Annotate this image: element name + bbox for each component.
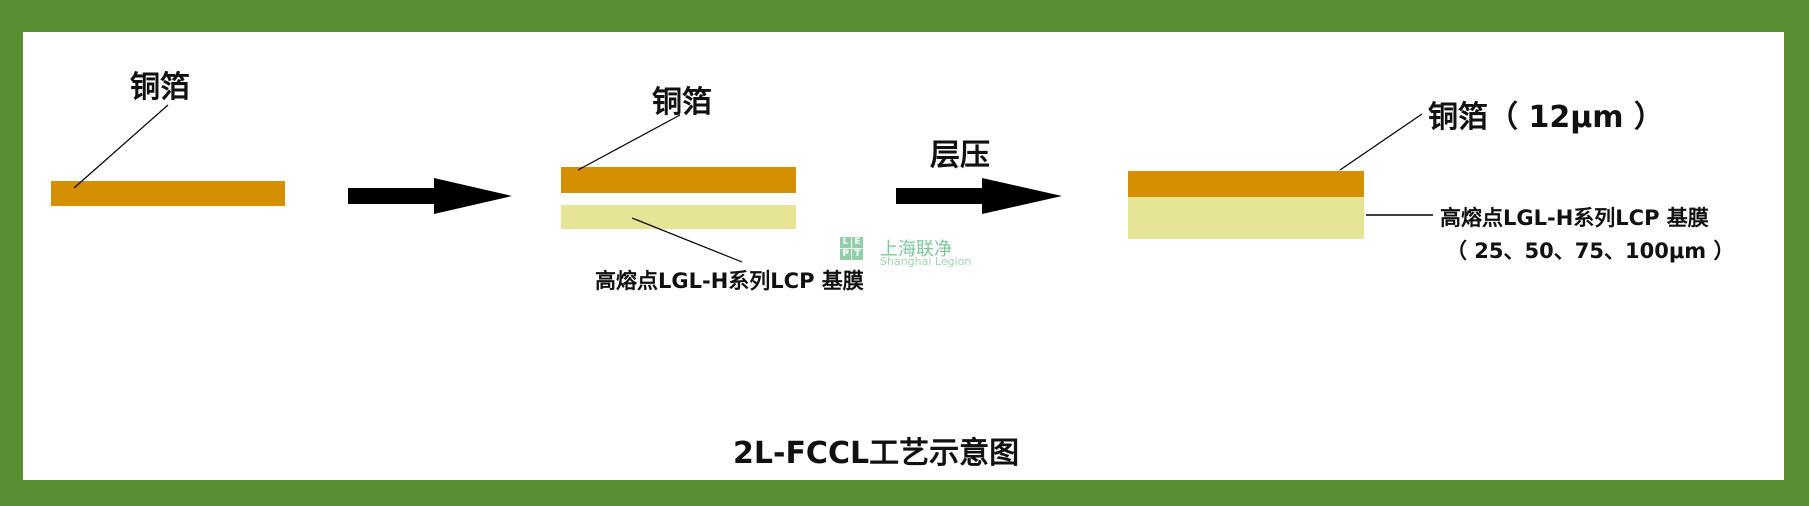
step2-copper-layer (561, 167, 796, 193)
step3-copper-leader (1339, 113, 1423, 171)
step3-film-label: 高熔点LGL-H系列LCP 基膜 (1440, 206, 1709, 230)
step2-film-layer (561, 205, 796, 229)
step3-copper-layer (1128, 171, 1364, 197)
process-label: 层压 (930, 138, 990, 173)
step1-copper-layer (51, 181, 285, 206)
watermark-text-cn: 上海联净 (880, 239, 952, 260)
arrow-right-1 (348, 178, 512, 214)
diagram-title: 2L-FCCL工艺示意图 (733, 436, 1020, 471)
watermark-text-en: Shanghai Legion (880, 255, 972, 268)
watermark-letter: T (852, 249, 863, 260)
step2-copper-label: 铜箔 (652, 85, 712, 120)
arrow-right-2 (896, 178, 1062, 214)
step3-film-layer (1128, 197, 1364, 239)
watermark-letter: E (852, 237, 863, 248)
watermark-letter: P (840, 249, 851, 260)
step1-copper-leader (73, 104, 169, 189)
step3-film-thickness: （ 25、50、75、100μm ） (1446, 239, 1735, 263)
step2-film-label: 高熔点LGL-H系列LCP 基膜 (595, 269, 864, 293)
watermark-letter: L (840, 237, 851, 248)
step1-copper-label: 铜箔 (130, 70, 190, 105)
step2-film-leader (631, 217, 743, 263)
step2-copper-leader (577, 114, 681, 171)
step3-copper-label: 铜箔（ 12μm ） (1428, 100, 1664, 135)
